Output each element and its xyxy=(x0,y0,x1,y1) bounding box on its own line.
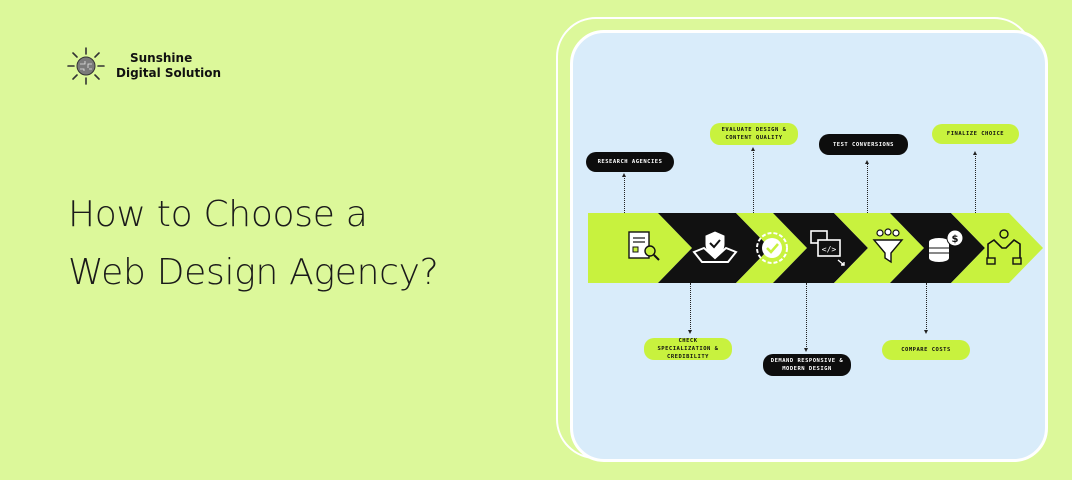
svg-text:$: $ xyxy=(952,234,959,245)
connector-finalize xyxy=(973,151,977,213)
connector-demand xyxy=(804,283,808,352)
agreement-icon xyxy=(986,229,1022,265)
connector-test xyxy=(865,160,869,213)
coins-stack-icon: $ xyxy=(929,229,964,262)
handshake-icon xyxy=(692,231,738,263)
sun-logo-icon xyxy=(67,47,105,85)
title-line-2: Web Design Agency? xyxy=(68,252,439,293)
brand-name: Sunshine Digital Solution xyxy=(116,51,221,81)
brand: Sunshine Digital Solution xyxy=(66,46,221,86)
step-finalize-choice: FINALIZE CHOICE xyxy=(932,124,1019,144)
process-diagram: RESEARCH AGENCIES EVALUATE DESIGN & CONT… xyxy=(570,30,1048,462)
page-title: How to Choose a Web Design Agency? xyxy=(68,186,439,302)
step-check-specialization: CHECK SPECIALIZATION & CREDIBILITY xyxy=(644,338,732,360)
step-research-agencies: RESEARCH AGENCIES xyxy=(586,152,674,172)
segment-7 xyxy=(951,213,1043,283)
step-test-conversions: TEST CONVERSIONS xyxy=(819,134,908,155)
connector-research xyxy=(622,173,626,213)
document-search-icon xyxy=(628,231,660,261)
brand-line-2: Digital Solution xyxy=(116,66,222,80)
code-windows-icon: </> xyxy=(810,230,845,266)
connector-check xyxy=(688,283,692,334)
connector-evaluate xyxy=(751,147,755,213)
checkmark-badge-icon xyxy=(756,232,788,264)
team-funnel-icon xyxy=(872,228,904,264)
step-compare-costs: COMPARE COSTS xyxy=(882,340,970,360)
brand-line-1: Sunshine xyxy=(130,51,193,65)
svg-text:</>: </> xyxy=(822,245,837,254)
segment-5 xyxy=(834,213,924,283)
step-demand-responsive: DEMAND RESPONSIVE & MODERN DESIGN xyxy=(763,354,851,376)
title-line-1: How to Choose a xyxy=(68,194,368,235)
connector-compare xyxy=(924,283,928,334)
step-evaluate-design: EVALUATE DESIGN & CONTENT QUALITY xyxy=(710,123,798,145)
